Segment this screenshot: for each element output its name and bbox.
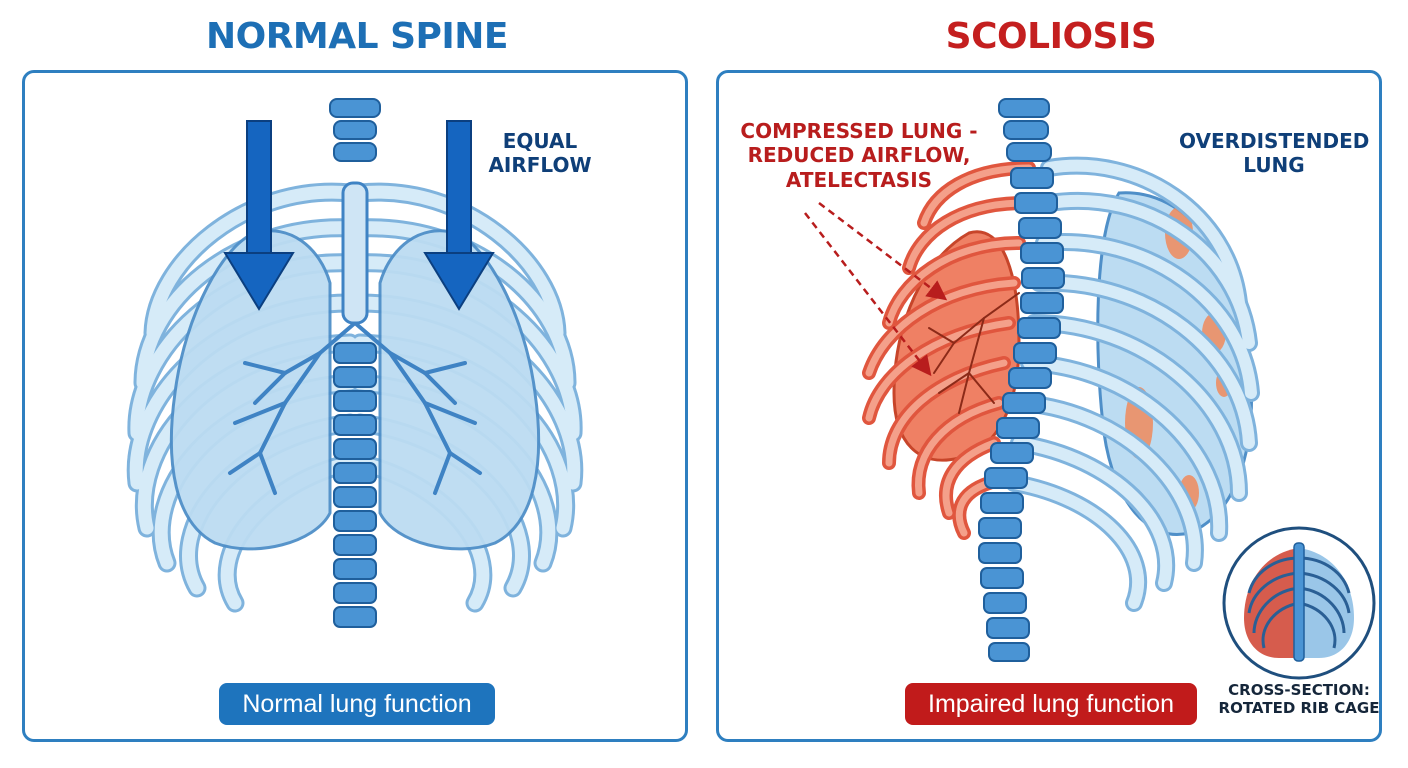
scoliosis-title: SCOLIOSIS xyxy=(945,16,1157,57)
scoliosis-illustration xyxy=(804,98,1376,680)
normal-lung-function-badge: Normal lung function xyxy=(219,683,495,725)
trachea xyxy=(341,181,369,325)
compressed-lung-line-2: REDUCED AIRFLOW, xyxy=(747,143,971,168)
impaired-lung-function-badge: Impaired lung function xyxy=(905,683,1197,725)
compressed-lung-label: COMPRESSED LUNG - REDUCED AIRFLOW, ATELE… xyxy=(729,119,989,192)
normal-spine-panel: EQUAL AIRFLOW Normal lung function xyxy=(22,70,688,742)
bronchial-tree xyxy=(228,321,482,495)
cross-section-caption: CROSS-SECTION: ROTATED RIB CAGE xyxy=(1214,681,1380,718)
down-arrow-icon xyxy=(423,120,495,311)
equal-airflow-line-1: EQUAL xyxy=(502,129,578,153)
equal-airflow-label: EQUAL AIRFLOW xyxy=(465,129,615,178)
compressed-lung-line-3: ATELECTASIS xyxy=(785,167,933,192)
cross-section-line-2: ROTATED RIB CAGE xyxy=(1218,699,1380,718)
compressed-lung-line-1: COMPRESSED LUNG - xyxy=(740,119,978,143)
cross-section-inset xyxy=(1222,526,1376,680)
compressed-bronchial-tree xyxy=(928,292,1020,414)
overdistended-lung-label: OVERDISTENDED LUNG xyxy=(1179,129,1369,178)
left-lung xyxy=(169,229,332,551)
normal-spine-title: NORMAL SPINE xyxy=(205,16,509,57)
overdistended-line-2: LUNG xyxy=(1243,153,1305,178)
overdistended-line-1: OVERDISTENDED xyxy=(1179,129,1370,153)
spine xyxy=(329,98,381,628)
right-lung xyxy=(378,229,541,551)
equal-airflow-line-2: AIRFLOW xyxy=(488,153,592,178)
normal-spine-illustration xyxy=(126,98,584,628)
scoliosis-panel: COMPRESSED LUNG - REDUCED AIRFLOW, ATELE… xyxy=(716,70,1382,742)
cross-section-line-1: CROSS-SECTION: xyxy=(1228,681,1370,699)
callout-arrow-icon xyxy=(804,202,948,377)
down-arrow-icon xyxy=(223,120,295,311)
curved-spine xyxy=(978,98,1065,662)
